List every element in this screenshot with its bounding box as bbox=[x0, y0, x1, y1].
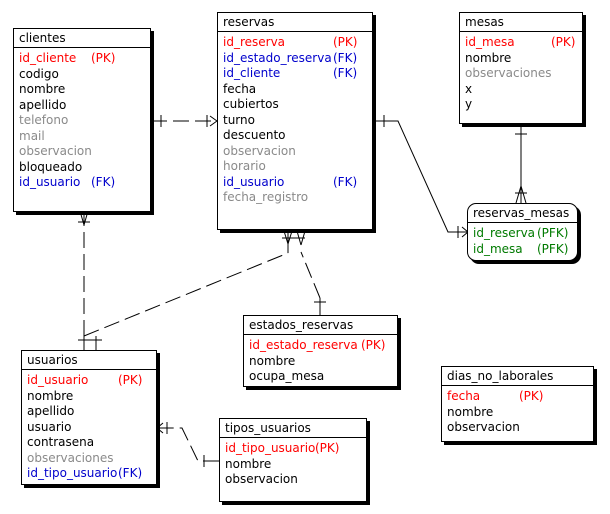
field-id-tipo-usuario: id_tipo_usuario(FK) bbox=[27, 466, 143, 480]
entity-usuarios[interactable]: usuarios id_usuario(PK) nombre apellido … bbox=[21, 350, 157, 485]
field-id-mesa: id_mesa(PK) bbox=[465, 35, 576, 49]
field-fecha-registro: fecha_registro bbox=[223, 190, 309, 204]
entity-mesas-title: mesas bbox=[460, 13, 582, 32]
field-observacion: observacion bbox=[447, 420, 520, 434]
field-id-cliente: id_cliente(FK) bbox=[223, 66, 358, 80]
field-nombre: nombre bbox=[249, 353, 296, 368]
field-observacion: observacion bbox=[225, 472, 298, 486]
field-apellido: apellido bbox=[19, 97, 67, 112]
field-id-reserva: id_reserva(PFK) bbox=[473, 226, 569, 240]
field-x: x bbox=[465, 81, 473, 96]
entity-estados-reservas[interactable]: estados_reservas id_estado_reserva(PK) n… bbox=[243, 315, 398, 387]
field-nombre: nombre bbox=[465, 50, 512, 65]
field-observaciones: observaciones bbox=[465, 66, 552, 80]
field-ocupa-mesa: ocupa_mesa bbox=[249, 369, 325, 383]
field-nombre: nombre bbox=[27, 388, 74, 403]
entity-dias-no-laborales[interactable]: dias_no_laborales fecha(PK) nombre obser… bbox=[441, 366, 594, 442]
entity-tipos-usuarios[interactable]: tipos_usuarios id_tipo_usuario(PK) nombr… bbox=[219, 418, 367, 502]
field-id-tipo-usuario: id_tipo_usuario(PK) bbox=[225, 441, 340, 455]
entity-clientes-title: clientes bbox=[14, 29, 150, 48]
field-nombre: nombre bbox=[447, 404, 494, 419]
rel-usuarios-clientes bbox=[78, 210, 102, 350]
field-id-usuario: id_usuario(FK) bbox=[19, 175, 116, 189]
entity-dias-no-laborales-title: dias_no_laborales bbox=[442, 367, 593, 386]
field-fecha: fecha(PK) bbox=[447, 389, 544, 403]
entity-mesas[interactable]: mesas id_mesa(PK) nombre observaciones x… bbox=[459, 12, 583, 124]
rel-reservas-reservas-mesas bbox=[373, 115, 469, 238]
entity-reservas-title: reservas bbox=[218, 13, 372, 32]
entity-reservas-fields: id_reserva(PK) id_estado_reserva(FK) id_… bbox=[218, 33, 358, 206]
field-id-estado-reserva: id_estado_reserva(PK) bbox=[249, 338, 386, 352]
field-id-cliente: id_cliente(PK) bbox=[19, 51, 116, 65]
entity-dias-no-laborales-fields: fecha(PK) nombre observacion bbox=[442, 387, 544, 436]
field-apellido: apellido bbox=[27, 404, 75, 418]
rel-mesas-reservas-mesas bbox=[515, 124, 527, 204]
field-observacion: observacion bbox=[223, 143, 296, 158]
entity-reservas-mesas[interactable]: reservas_mesas id_reserva(PFK) id_mesa(P… bbox=[467, 203, 578, 261]
entity-tipos-usuarios-title: tipos_usuarios bbox=[220, 419, 366, 438]
field-id-estado-reserva: id_estado_reserva(FK) bbox=[223, 50, 358, 65]
field-id-reserva: id_reserva(PK) bbox=[223, 35, 358, 49]
field-descuento: descuento bbox=[223, 128, 286, 142]
field-nombre: nombre bbox=[225, 456, 272, 471]
entity-tipos-usuarios-fields: id_tipo_usuario(PK) nombre observacion bbox=[220, 439, 340, 488]
field-cubiertos: cubiertos bbox=[223, 97, 279, 111]
field-codigo: codigo bbox=[19, 66, 59, 81]
entity-mesas-fields: id_mesa(PK) nombre observaciones x y bbox=[460, 33, 576, 113]
entity-usuarios-fields: id_usuario(PK) nombre apellido usuario c… bbox=[22, 371, 143, 482]
rel-usuarios-reservas bbox=[78, 230, 294, 350]
field-turno: turno bbox=[223, 112, 255, 127]
field-observacion: observacion bbox=[19, 144, 92, 158]
field-observaciones: observaciones bbox=[27, 450, 114, 465]
rel-clientes-reservas bbox=[151, 115, 218, 127]
entity-estados-reservas-title: estados_reservas bbox=[244, 316, 397, 335]
field-bloqueado: bloqueado bbox=[19, 159, 83, 174]
field-usuario: usuario bbox=[27, 419, 72, 434]
entity-estados-reservas-fields: id_estado_reserva(PK) nombre ocupa_mesa bbox=[244, 336, 386, 385]
field-horario: horario bbox=[223, 159, 266, 173]
field-telefono: telefono bbox=[19, 113, 69, 127]
entity-reservas[interactable]: reservas id_reserva(PK) id_estado_reserv… bbox=[217, 12, 373, 230]
field-fecha: fecha bbox=[223, 81, 257, 96]
field-contrasena: contrasena bbox=[27, 435, 95, 449]
field-mail: mail bbox=[19, 128, 45, 143]
field-id-usuario: id_usuario(FK) bbox=[223, 174, 358, 189]
field-id-usuario: id_usuario(PK) bbox=[27, 373, 143, 387]
rel-tipos-usuarios-usuarios bbox=[156, 422, 219, 467]
field-nombre: nombre bbox=[19, 82, 66, 96]
field-y: y bbox=[465, 97, 473, 111]
entity-reservas-mesas-title: reservas_mesas bbox=[468, 204, 577, 223]
entity-usuarios-title: usuarios bbox=[22, 351, 156, 370]
field-id-mesa: id_mesa(PFK) bbox=[473, 241, 569, 256]
entity-clientes-fields: id_cliente(PK) codigo nombre apellido te… bbox=[14, 49, 116, 191]
entity-reservas-mesas-fields: id_reserva(PFK) id_mesa(PFK) bbox=[468, 224, 569, 257]
rel-estados-reservas-reservas bbox=[293, 230, 326, 315]
entity-clientes[interactable]: clientes id_cliente(PK) codigo nombre ap… bbox=[13, 28, 151, 212]
